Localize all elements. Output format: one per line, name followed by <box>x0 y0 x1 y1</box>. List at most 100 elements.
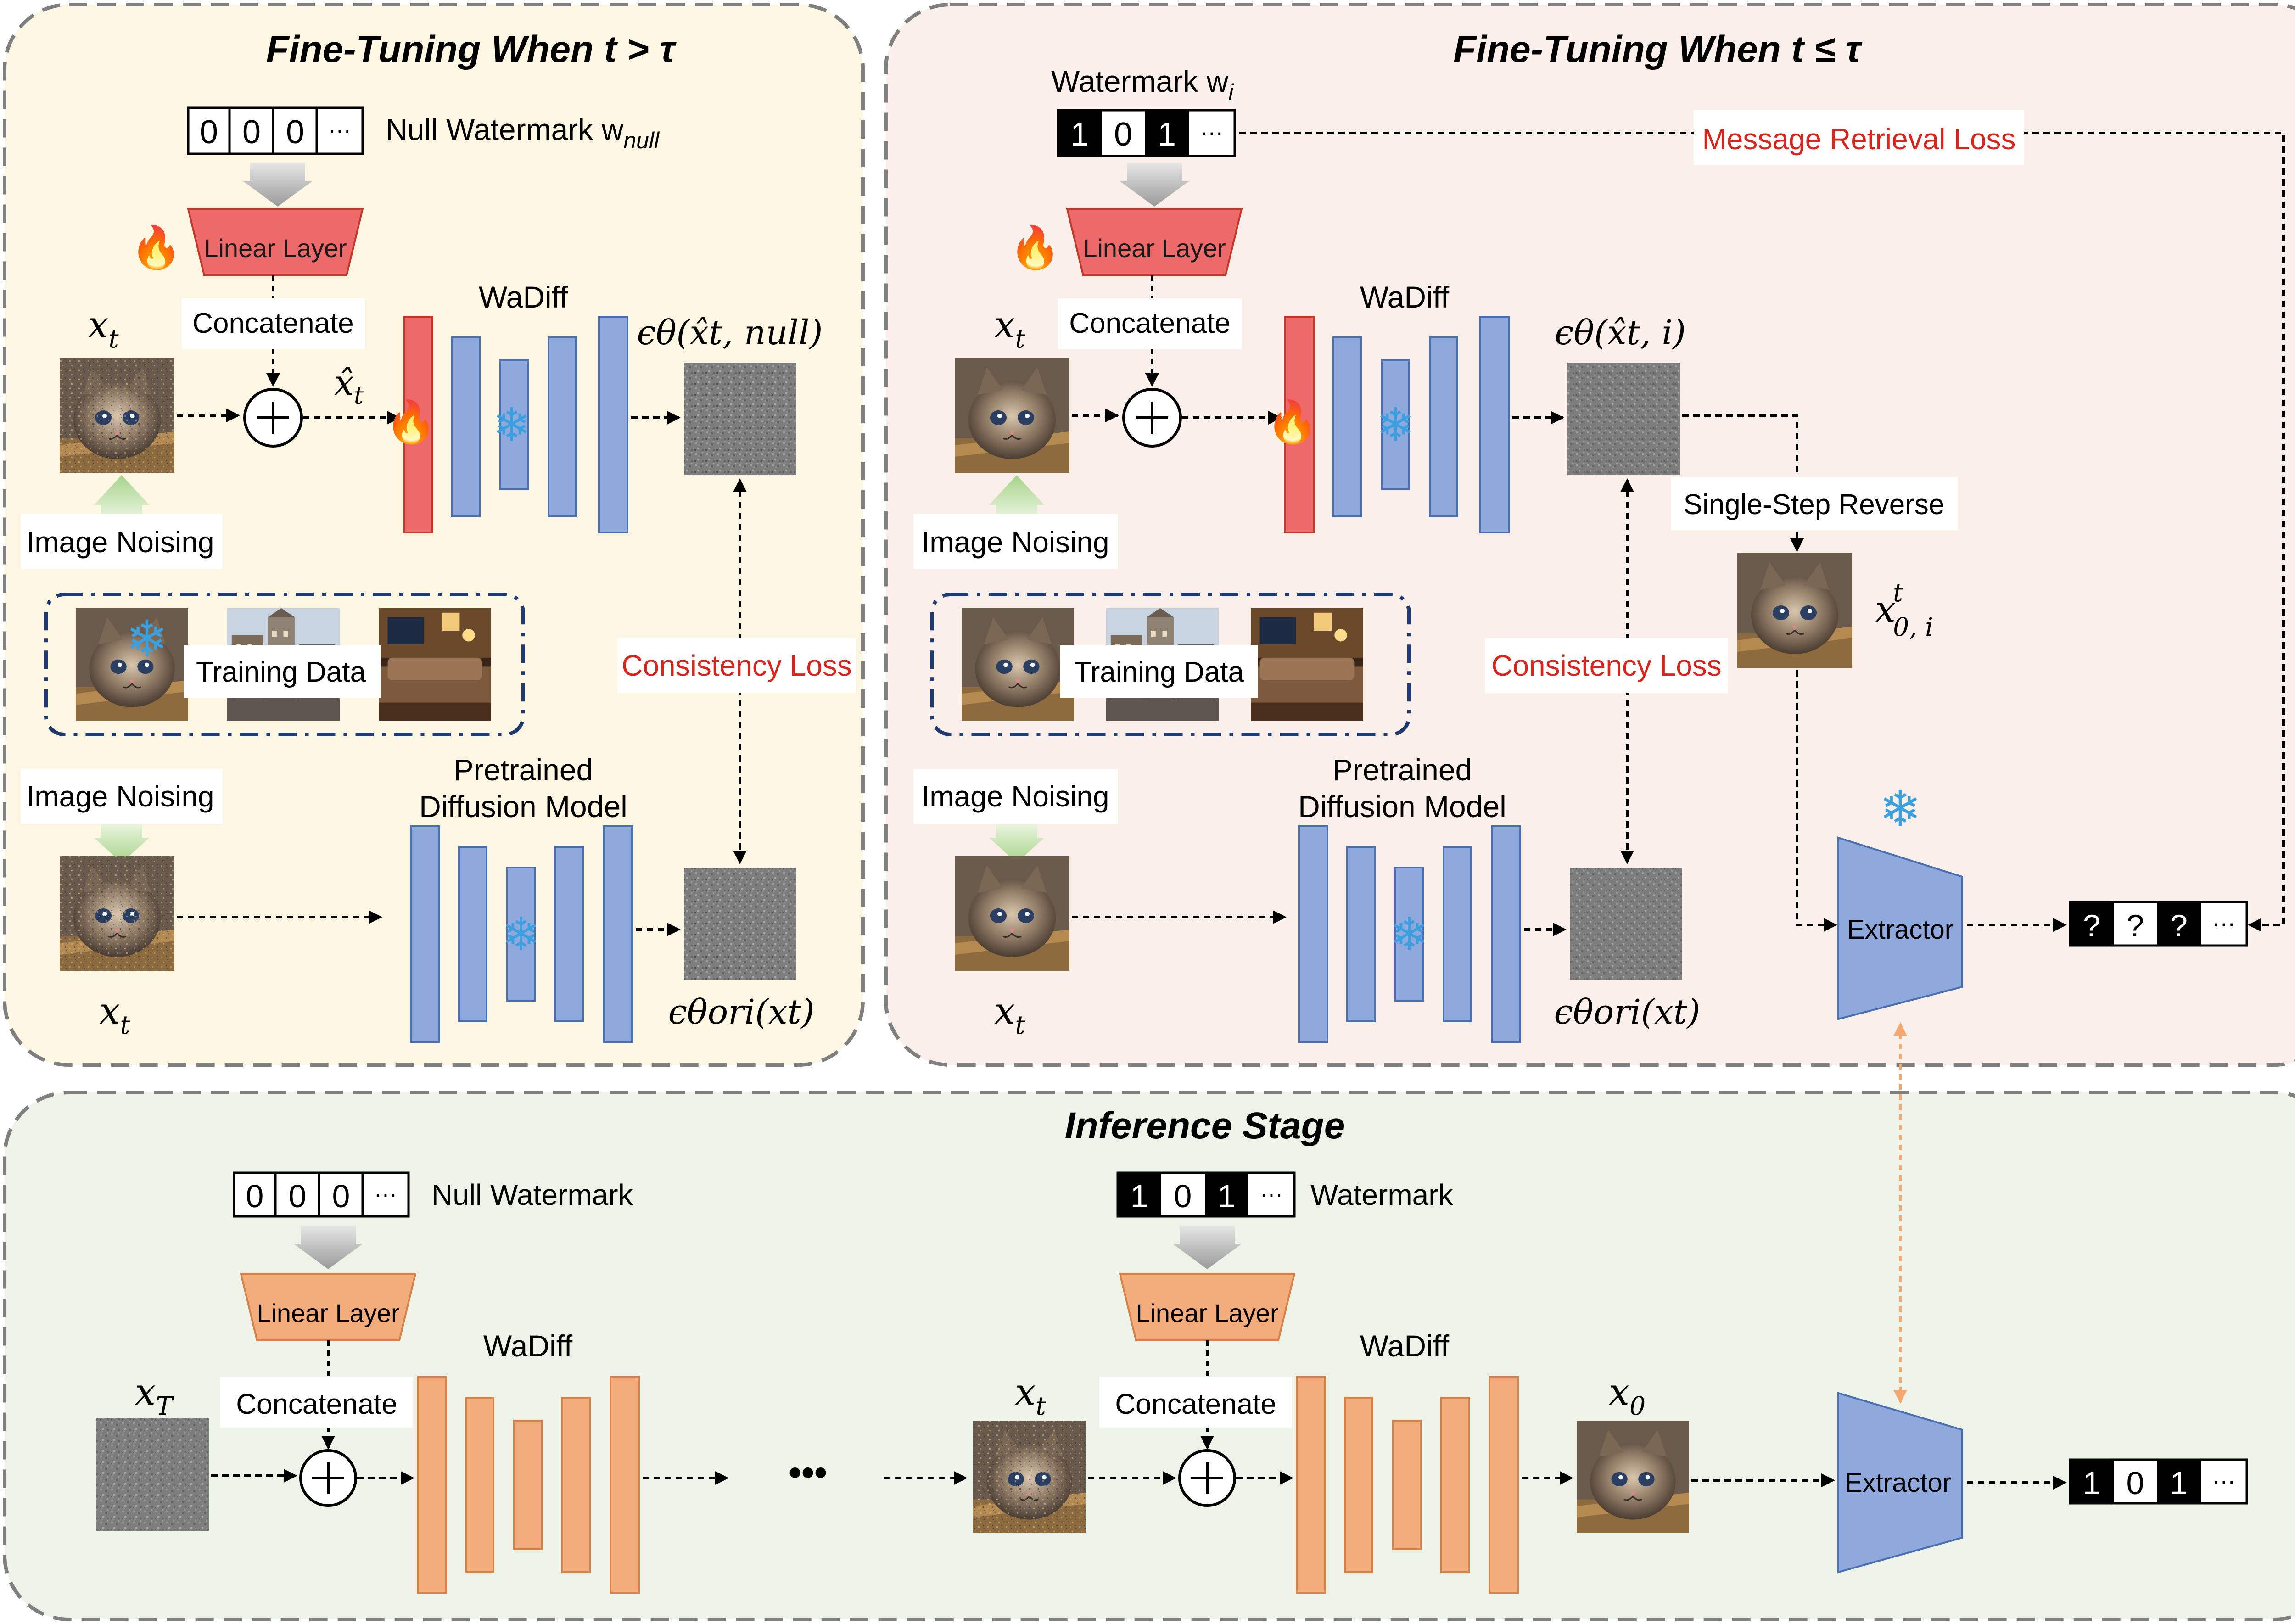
right-image-bottom <box>955 856 1069 971</box>
right-image-noising-1-box <box>913 514 1118 569</box>
left-xt-top-label: xt <box>88 303 119 353</box>
right-out-bit-2: ? <box>2170 908 2188 943</box>
left-pretrained-bar-5 <box>603 825 633 1043</box>
inference-gray-arrow-1 <box>294 1226 363 1269</box>
left-consistency-loss: Consistency Loss <box>621 649 852 682</box>
inference-ellipsis: ••• <box>789 1452 827 1493</box>
right-panel-title: Fine-Tuning When t ≤ τ <box>1453 28 1862 70</box>
left-pretrained-bar-4 <box>554 846 584 1022</box>
inference-xt-label: xt <box>1015 1371 1046 1421</box>
right-training-data-box <box>930 593 1411 736</box>
right-image-noising-2: Image Noising <box>921 780 1109 813</box>
left-image-noising-2-box <box>21 769 223 824</box>
inf-out-bit-2: 1 <box>2170 1465 2188 1501</box>
inference-wadiff2-bar-3 <box>1392 1420 1422 1550</box>
right-bit-2: 1 <box>1158 116 1176 153</box>
right-pretrained-bar-4 <box>1443 846 1472 1022</box>
left-pretrained-label: Pretrained <box>453 753 593 787</box>
left-wadiff-bar-1 <box>451 336 481 517</box>
inference-output-bits: 1 0 1 ··· <box>2069 1458 2248 1505</box>
right-pretrained-label: Pretrained <box>1332 753 1472 787</box>
inference-extractor-label: Extractor <box>1845 1468 1951 1498</box>
inf-null-bit-2: 0 <box>332 1178 350 1214</box>
left-wadiff-bar-3 <box>548 336 577 517</box>
left-eps-bottom-label: ϵθori(xt) <box>668 992 815 1032</box>
right-x0-image <box>1737 553 1852 668</box>
left-snowflake-icon-pretrained: ❄ <box>502 909 540 960</box>
right-out-bit-more: ··· <box>2212 910 2235 936</box>
inf-wm-bit-more: ··· <box>1260 1181 1283 1207</box>
right-eps-top-label: ϵθ(x̂t, i) <box>1555 313 1686 353</box>
right-linear-layer <box>1066 208 1243 276</box>
left-image-noising-1: Image Noising <box>26 526 214 559</box>
left-noisy-image-bottom <box>60 856 174 971</box>
left-wadiff-input-bar <box>403 316 433 533</box>
right-wadiff-bar-2 <box>1381 359 1410 490</box>
left-linear-layer-label: Linear Layer <box>204 234 347 263</box>
left-fire-icon-linear: 🔥 <box>130 224 182 271</box>
right-output-noise-top <box>1567 363 1680 475</box>
right-single-step-box <box>1671 477 1958 530</box>
left-wadiff-label: WaDiff <box>479 280 568 314</box>
inference-null-label: Null Watermark <box>431 1178 633 1211</box>
inference-watermark-bits: 1 0 1 ··· <box>1116 1171 1296 1218</box>
left-panel-title: Fine-Tuning When t > τ <box>266 28 677 70</box>
inf-null-bit-1: 0 <box>289 1178 307 1214</box>
right-image-noising-1: Image Noising <box>921 526 1109 559</box>
inference-wadiff2-bar-5 <box>1489 1376 1519 1594</box>
inference-wadiff2-bar-1 <box>1296 1376 1326 1594</box>
left-plus-circle <box>243 388 303 448</box>
right-message-loss: Message Retrieval Loss <box>1702 123 2016 156</box>
right-output-noise-bottom <box>1570 868 1682 980</box>
left-concatenate-label: Concatenate <box>192 308 354 339</box>
right-consistency-loss: Consistency Loss <box>1491 649 1722 682</box>
right-diffusion-model-label: Diffusion Model <box>1298 790 1506 823</box>
right-watermark-label: Watermark wi <box>1051 64 1234 105</box>
inference-x0-image <box>1577 1421 1689 1533</box>
right-pretrained-bar-5 <box>1491 825 1521 1043</box>
right-bit-more: ··· <box>1200 119 1223 145</box>
left-bit-1: 0 <box>242 114 261 151</box>
left-output-noise-bottom <box>684 868 796 980</box>
inference-noisy-image-xt <box>973 1421 1086 1533</box>
right-concatenate-box <box>1058 298 1242 349</box>
inference-x0-label: x0 <box>1609 1371 1646 1421</box>
left-snowflake-icon-data: ❄ <box>126 611 168 667</box>
inference-wadiff1-bar-5 <box>610 1376 640 1594</box>
inference-wadiff1-bar-4 <box>561 1397 591 1573</box>
inference-wadiff1-bar-1 <box>417 1376 447 1594</box>
inference-watermark-label: Watermark <box>1310 1178 1454 1211</box>
right-wadiff-bar-1 <box>1332 336 1362 517</box>
inference-linear-layer-2-label: Linear Layer <box>1136 1299 1278 1327</box>
right-train-img-room <box>1251 608 1363 721</box>
inf-out-bit-more: ··· <box>2212 1468 2235 1494</box>
inference-concat-box-1 <box>220 1377 413 1428</box>
right-single-step-reverse: Single-Step Reverse <box>1684 489 1945 521</box>
left-green-arrow-down <box>94 824 149 863</box>
right-image-top <box>955 358 1069 473</box>
left-bit-0: 0 <box>200 114 218 151</box>
right-arrow-x0-to-extractor <box>1796 670 1837 932</box>
inf-out-bit-0: 1 <box>2083 1465 2101 1501</box>
right-arrow-eps-to-reverse <box>1682 414 1804 552</box>
left-null-watermark-label: Null Watermark wnull <box>386 112 660 153</box>
right-pretrained-bar-2 <box>1346 846 1376 1022</box>
inf-null-bit-0: 0 <box>246 1178 264 1214</box>
left-concatenate-box <box>181 298 365 349</box>
left-gray-arrow-down <box>243 163 312 207</box>
left-pretrained-bar-2 <box>458 846 487 1022</box>
inference-plus-circle-2 <box>1178 1449 1236 1507</box>
right-fire-icon-bar: 🔥 <box>1266 398 1318 445</box>
inference-wadiff2-bar-4 <box>1440 1397 1470 1573</box>
left-null-watermark-bits: 0 0 0 ··· <box>187 106 364 155</box>
left-green-arrow-up <box>94 475 149 519</box>
left-wadiff-bar-2 <box>499 359 529 490</box>
inference-linear-layer-1-label: Linear Layer <box>257 1299 399 1327</box>
left-pretrained-bar-3 <box>506 867 536 1002</box>
left-training-data-label: Training Data <box>196 656 366 688</box>
left-snowflake-icon-wadiff: ❄ <box>493 400 531 451</box>
right-consistency-box <box>1485 638 1728 693</box>
left-image-noising-1-box <box>21 514 223 569</box>
